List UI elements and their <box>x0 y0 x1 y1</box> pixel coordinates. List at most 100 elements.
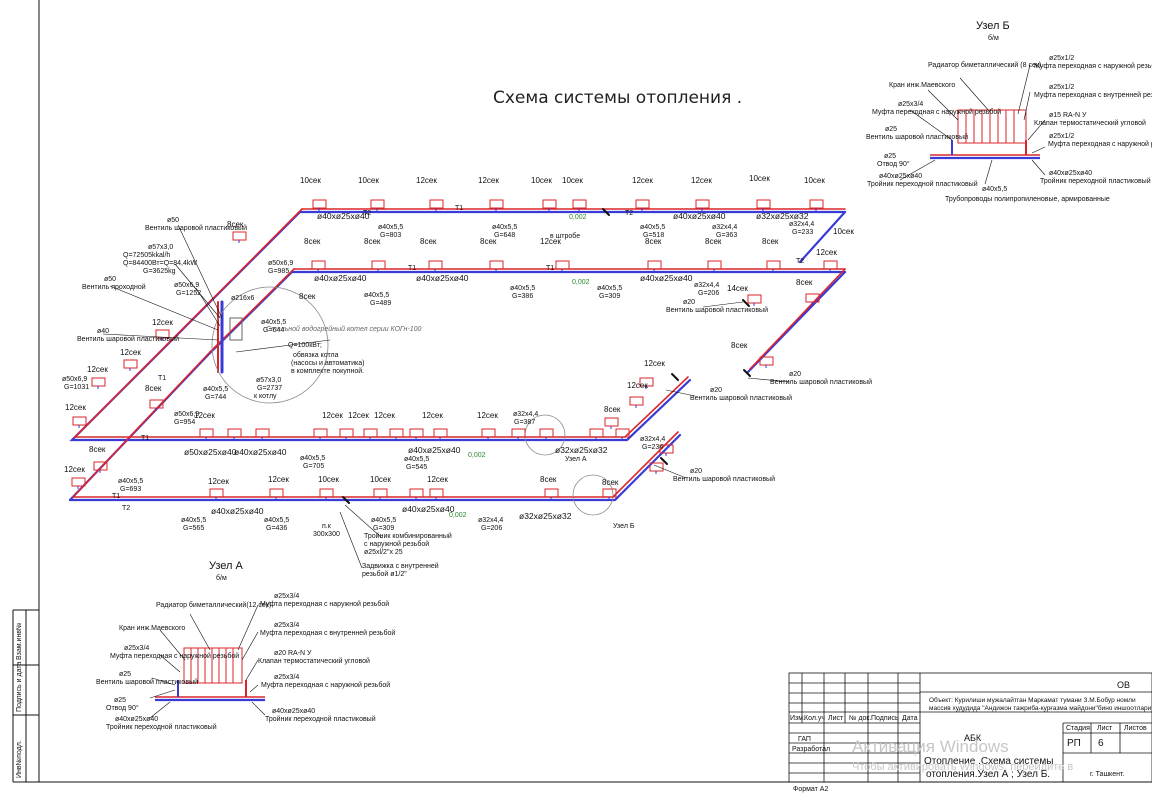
node-b-detail: Узел Б б/м Радиатор <box>866 20 1152 203</box>
pipe-l-b: ø50x6,9 <box>174 282 199 289</box>
pipe-r4-right: ø32xø25xø32 <box>519 511 572 521</box>
stamp-sheet: 6 <box>1098 738 1104 749</box>
radiator-symbol <box>695 199 710 209</box>
pipe-r1-b-g: G=648 <box>494 232 515 239</box>
radiator-symbol <box>370 199 385 209</box>
sec-r4-5: 8сек <box>540 475 557 484</box>
valve-20d-text: Вентиль шаровой пластиковый <box>673 475 775 483</box>
sec-r4-0: 12сек <box>208 477 229 486</box>
diagram-title: Схема системы отопления . <box>493 88 742 108</box>
pipe-r3-d-g: G=387 <box>514 419 535 426</box>
pipe-r1-end: ø32xø25xø32 <box>756 211 809 221</box>
side-stamp-inventory: Инв№подл. <box>16 740 23 778</box>
pipe-l-d: ø40x5,5 <box>203 386 228 393</box>
stamp-building: АБК <box>964 733 982 743</box>
sec-r2-8: 12сек <box>816 248 837 257</box>
sec-r1-0: 10сек <box>300 176 321 185</box>
boiler-text-4: (насосы и автоматика) <box>291 360 364 367</box>
radiator-symbol <box>544 488 559 498</box>
valve-20b-text: Вентиль шаровой пластиковый <box>770 378 872 386</box>
pipe-r2-b-g: G=386 <box>512 293 533 300</box>
t1-c: T1 <box>546 265 554 272</box>
node-a-label-12: ø25x3/4 <box>274 622 299 629</box>
sec-r4-4: 12сек <box>427 475 448 484</box>
radiators <box>71 199 838 500</box>
pipe-r4-d-g: G=206 <box>481 525 502 532</box>
pipe-r1-e: ø32x4,4 <box>789 221 814 228</box>
node-a-label-18: ø40xø25xø40 <box>272 708 315 715</box>
stamp-col-sign: Подпись <box>871 715 899 722</box>
pipe-r2-mid: ø40xø25xø40 <box>416 273 469 283</box>
pipe-r4-c-g: G=309 <box>373 525 394 532</box>
radiator-symbol <box>199 428 214 438</box>
stamp-col-doc: № док. <box>849 715 871 722</box>
pipe-r2-d: ø32x4,4 <box>694 282 719 289</box>
slope-3: 0,002 <box>468 452 486 459</box>
radiator-symbol <box>91 377 106 387</box>
pipe-n57: ø57x3,0 <box>256 377 281 384</box>
sec-r3-6: 8сек <box>145 384 162 393</box>
callouts <box>102 224 791 569</box>
node-a-ref: Узел А <box>565 456 587 463</box>
pipe-n40-g: G=644 <box>263 327 284 334</box>
section-labels: 10сек 10сек 12сек 12сек 10сек 10сек 12се… <box>64 174 854 487</box>
tee-text-1: Тройник комбинированный <box>364 532 452 540</box>
t2-d: T2 <box>122 505 130 512</box>
radiator-symbol <box>209 488 224 498</box>
pipe-labels: ø40xø25xø40 ø40xø25xø40 ø32xø25xø32 ø40x… <box>62 205 814 532</box>
radiator-symbol <box>707 260 722 270</box>
pipe-r2-c: ø40x5,5 <box>597 285 622 292</box>
sec-r1-5: 10сек <box>562 176 583 185</box>
radiator-symbol <box>429 199 444 209</box>
radiator-symbol <box>123 359 138 369</box>
stamp-object: Объект: Курилиши мужалайтган Маркамат ту… <box>929 696 1136 704</box>
radiator-symbol <box>313 428 328 438</box>
radiator-symbol <box>823 260 838 270</box>
sec-left-2: 12сек <box>87 365 108 374</box>
sec-r2-3: 8сек <box>480 237 497 246</box>
sec-right-1: 12сек <box>644 359 665 368</box>
pk-size: 300x300 <box>313 531 340 538</box>
sec-r1-4: 10сек <box>531 176 552 185</box>
sec-r2-4: 12сек <box>540 237 561 246</box>
node-b-label-6: ø25 <box>884 153 896 160</box>
sec-r1-9: 10сек <box>804 176 825 185</box>
shtroba-label: в штробе <box>550 232 580 240</box>
slope-1: 0,002 <box>569 214 587 221</box>
stamp-sheet-header: Лист <box>1097 725 1113 732</box>
radiator-symbol <box>555 260 570 270</box>
pipe-r2-d-g: G=206 <box>698 290 719 297</box>
sec-r2-0: 8сек <box>304 237 321 246</box>
node-a-label-8: ø40xø25xø40 <box>115 716 158 723</box>
radiator-symbol <box>312 199 327 209</box>
pipe-r3-center: ø40xø25xø40 <box>408 445 461 455</box>
stamp-col-list: Лист <box>828 715 844 722</box>
node-a-label-13: Муфта переходная с внутренней резьбой <box>260 629 395 637</box>
radiator-symbol <box>809 199 824 209</box>
t2-c: T2 <box>796 258 804 265</box>
sec-r1-2: 12сек <box>416 176 437 185</box>
watermark-title: Активация Windows <box>852 737 1009 756</box>
pipe-l-c: ø50x6,9 <box>62 376 87 383</box>
pipe-r3-e: ø32x4,4 <box>640 436 665 443</box>
t1-f: T1 <box>158 375 166 382</box>
q-kw: Q=84400Вт=Q=84,4kW <box>123 260 197 267</box>
pipe-r3-a-g: G=954 <box>174 419 195 426</box>
t1-d: T1 <box>141 435 149 442</box>
title-block <box>788 672 1152 783</box>
node-a-label-16: ø25x3/4 <box>274 674 299 681</box>
stamp-format: Формат А2 <box>793 786 828 793</box>
pipe-r3-mid: ø40xø25xø40 <box>234 447 287 457</box>
sec-right-5: 12сек <box>627 381 648 390</box>
node-a-label-17: Муфта переходная с наружной резьбой <box>261 681 390 689</box>
pipe-r1-a: ø40x5,5 <box>378 224 403 231</box>
pipe-r3-c: ø40x5,5 <box>404 456 429 463</box>
pipe-r3-right: ø32xø25xø32 <box>555 445 608 455</box>
radiator-symbol <box>232 231 247 241</box>
valve-20a-text: Вентиль шаровой пластиковый <box>666 306 768 314</box>
valve-50-diam: ø50 <box>167 217 179 224</box>
node-b-label-20: ø40x5,5 <box>982 186 1007 193</box>
node-b-label-18: ø40xø25xø40 <box>1049 170 1092 177</box>
pipe-r2-a-g: G=489 <box>370 300 391 307</box>
